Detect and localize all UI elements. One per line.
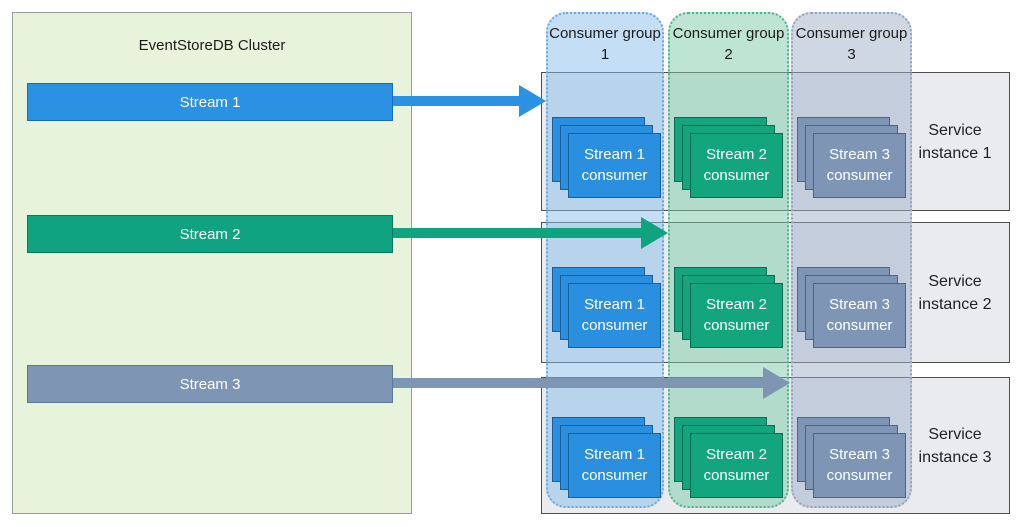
consumer-card-label: Stream 2 consumer [690, 283, 783, 348]
stream-2-arrow-shaft [393, 228, 641, 238]
stream-1-bar: Stream 1 [27, 83, 393, 121]
consumer-card-label: Stream 2 consumer [690, 133, 783, 198]
stream-1-consumer-stack-instance-1: Stream 1 consumer [552, 117, 661, 198]
stream-3-arrow-shaft [393, 378, 763, 388]
stream-3-bar: Stream 3 [27, 365, 393, 403]
stream-2-consumer-stack-instance-2: Stream 2 consumer [674, 267, 783, 348]
stream-1-arrow-shaft [393, 96, 519, 106]
stream-1-consumer-stack-instance-2: Stream 1 consumer [552, 267, 661, 348]
consumer-card-label: Stream 2 consumer [690, 433, 783, 498]
consumer-card-label: Stream 3 consumer [813, 433, 906, 498]
service-instance-1-label: Service instance 1 [918, 121, 992, 162]
consumer-card-label: Stream 1 consumer [568, 283, 661, 348]
consumer-group-3-label: Consumer group 3 [795, 25, 908, 63]
consumer-card-label: Stream 1 consumer [568, 433, 661, 498]
service-instance-3-label: Service instance 3 [918, 425, 992, 466]
stream-2-arrow-head [641, 217, 668, 249]
stream-3-consumer-stack-instance-1: Stream 3 consumer [797, 117, 906, 198]
stream-2-consumer-stack-instance-1: Stream 2 consumer [674, 117, 783, 198]
stream-3-consumer-stack-instance-2: Stream 3 consumer [797, 267, 906, 348]
stream-3-arrow-head [763, 367, 790, 399]
consumer-group-2-label: Consumer group 2 [672, 25, 785, 63]
service-instance-2-label: Service instance 2 [918, 272, 992, 313]
cluster-title: EventStoreDB Cluster [138, 37, 286, 54]
stream-2-consumer-stack-instance-3: Stream 2 consumer [674, 417, 783, 498]
stream-2-bar: Stream 2 [27, 215, 393, 253]
consumer-card-label: Stream 3 consumer [813, 133, 906, 198]
consumer-card-label: Stream 3 consumer [813, 283, 906, 348]
consumer-card-label: Stream 1 consumer [568, 133, 661, 198]
stream-3-consumer-stack-instance-3: Stream 3 consumer [797, 417, 906, 498]
stream-1-consumer-stack-instance-3: Stream 1 consumer [552, 417, 661, 498]
stream-1-arrow-head [519, 85, 546, 117]
consumer-group-1-label: Consumer group 1 [549, 25, 661, 63]
